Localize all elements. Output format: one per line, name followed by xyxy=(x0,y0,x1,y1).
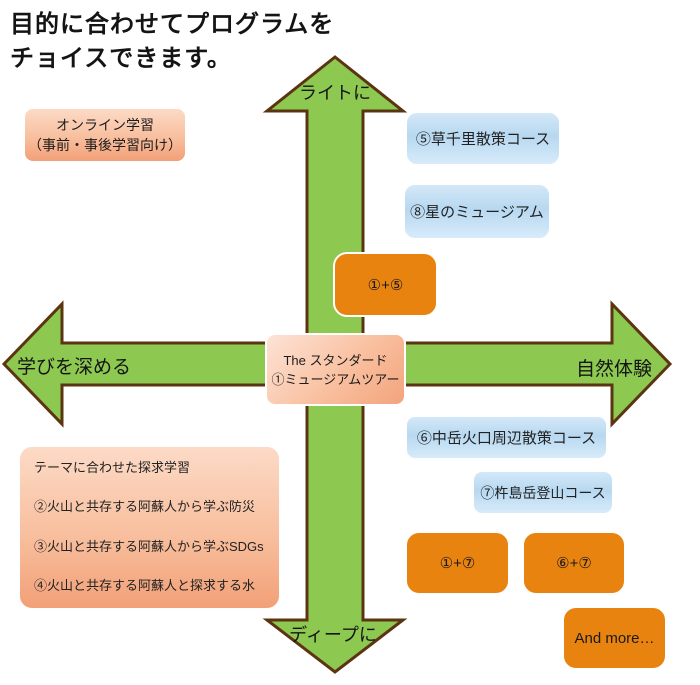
standard-center-line2: ①ミュージアムツアー xyxy=(271,371,400,387)
combo-1-7-box: ①+⑦ xyxy=(405,531,510,595)
axis-label-light: ライトに xyxy=(299,83,371,103)
standard-center-line1: The スタンダード xyxy=(283,352,388,368)
axis-label-deep: ディープに xyxy=(289,625,377,645)
combo-1-5-box: ①+⑤ xyxy=(333,252,438,317)
course-6-box: ⑥中岳火口周辺散策コース xyxy=(405,415,608,460)
theme-learning-item: ②火山と共存する阿蘇人から学ぶ防災 xyxy=(34,499,256,515)
theme-learning-header: テーマに合わせた探求学習 xyxy=(34,460,191,475)
course-8-box: ⑧星のミュージアム xyxy=(403,183,551,240)
page-title: 目的に合わせてプログラムを チョイスできます。 xyxy=(10,8,334,76)
course-7-box: ⑦杵島岳登山コース xyxy=(472,470,614,515)
page-title-line2: チョイスできます。 xyxy=(10,45,232,72)
theme-learning-item: ③火山と共存する阿蘇人から学ぶSDGs xyxy=(34,538,264,554)
axis-label-nature-experience: 自然体験 xyxy=(576,359,653,380)
standard-center-box: The スタンダード ①ミュージアムツアー xyxy=(265,333,406,406)
online-learning-box: オンライン学習 （事前・事後学習向け） xyxy=(23,107,187,163)
theme-learning-box: テーマに合わせた探求学習 ②火山と共存する阿蘇人から学ぶ防災 ③火山と共存する阿… xyxy=(18,445,281,610)
course-5-box: ⑤草千里散策コース xyxy=(405,111,561,166)
online-learning-line1: オンライン学習 xyxy=(56,117,154,133)
theme-learning-item: ④火山と共存する阿蘇人と探求する水 xyxy=(34,577,256,593)
combo-6-7-box: ⑥+⑦ xyxy=(522,531,626,595)
and-more-box: And more… xyxy=(562,606,667,670)
page-title-line1: 目的に合わせてプログラムを xyxy=(10,11,335,38)
online-learning-line2: （事前・事後学習向け） xyxy=(28,137,182,153)
axis-label-learn-deeper: 学びを深める xyxy=(17,357,132,378)
